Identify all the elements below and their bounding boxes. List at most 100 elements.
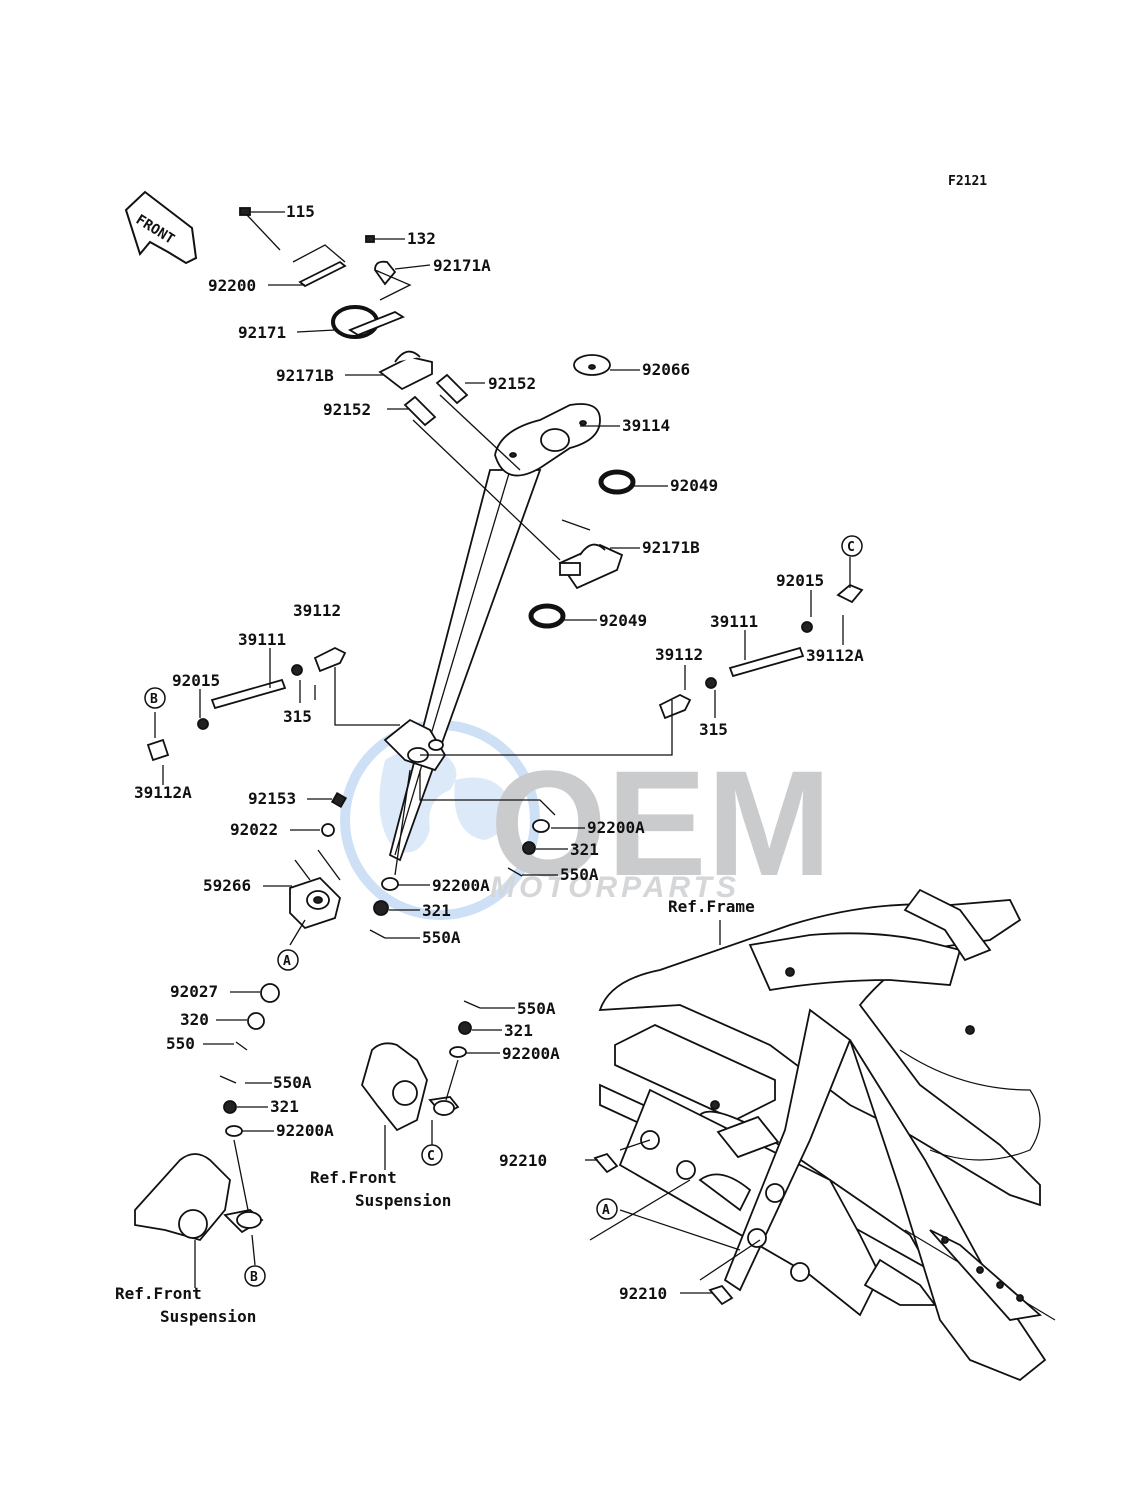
- svg-text:A: A: [602, 1203, 610, 1218]
- reference-labels: Ref.Frame Ref.Front Suspension Ref.Front…: [115, 897, 755, 1326]
- tie-rod-left: [146, 646, 347, 762]
- label-92200A-3: 92200A: [276, 1121, 334, 1140]
- label-321-3: 321: [270, 1097, 299, 1116]
- washer-92200A-2: [381, 877, 399, 891]
- label-92153: 92153: [248, 789, 296, 808]
- label-39112-left: 39112: [293, 601, 341, 620]
- callout-B-knuckle: B: [244, 1265, 266, 1287]
- label-92200A-4: 92200A: [502, 1044, 560, 1063]
- svg-text:B: B: [250, 1270, 258, 1285]
- tie-rod-right: [658, 583, 864, 720]
- nut-321-3: [458, 1021, 472, 1035]
- ref-frame: Ref.Frame: [668, 897, 755, 916]
- label-321-2: 321: [422, 901, 451, 920]
- label-92152-b: 92152: [323, 400, 371, 419]
- washer-92200A-1: [532, 819, 550, 833]
- label-321-4: 321: [504, 1021, 533, 1040]
- svg-text:C: C: [427, 1149, 435, 1164]
- o-ring-92049-lower: [528, 603, 566, 629]
- svg-text:A: A: [283, 954, 291, 969]
- front-arrow-icon: FRONT: [124, 190, 198, 265]
- label-39112A-right: 39112A: [806, 646, 864, 665]
- figure-code: F2121: [948, 174, 987, 189]
- label-92022: 92022: [230, 820, 278, 839]
- label-92171: 92171: [238, 323, 286, 342]
- label-92066: 92066: [642, 360, 690, 379]
- pin-550: [235, 1041, 248, 1051]
- pin-550A-1: [369, 929, 386, 939]
- label-92027: 92027: [170, 982, 218, 1001]
- clamp-92171B-right: [558, 543, 624, 590]
- label-92210-1: 92210: [499, 1151, 547, 1170]
- callout-B-left: B: [144, 687, 166, 709]
- ring-92171: [331, 305, 405, 339]
- bracket-92171A: [374, 260, 397, 286]
- label-92171B-lower: 92171B: [642, 538, 700, 557]
- leader-lines: [154, 211, 851, 1294]
- ref-front-suspension-1b: Suspension: [355, 1191, 451, 1210]
- label-550A-1: 550A: [560, 865, 599, 884]
- label-132: 132: [407, 229, 436, 248]
- o-ring-92049-upper: [598, 469, 636, 495]
- clip-92210-1: [593, 1152, 619, 1174]
- washer-92200A-4: [225, 1125, 243, 1137]
- label-92015-left: 92015: [172, 671, 220, 690]
- label-39112A-left: 39112A: [134, 783, 192, 802]
- callout-A-top: A: [277, 949, 299, 971]
- label-92200A-2: 92200A: [432, 876, 490, 895]
- pin-550A-2: [507, 867, 523, 877]
- label-39112-right: 39112: [655, 645, 703, 664]
- label-92200A-1: 92200A: [587, 818, 645, 837]
- nut-321-4: [223, 1100, 237, 1114]
- frame-assembly: [598, 888, 1056, 1382]
- label-59266: 59266: [203, 876, 251, 895]
- label-92171B-upper: 92171B: [276, 366, 334, 385]
- label-115: 115: [286, 202, 315, 221]
- ref-front-suspension-2: Ref.Front: [115, 1284, 202, 1303]
- nut-321-1: [522, 841, 536, 855]
- label-321-1: 321: [570, 840, 599, 859]
- label-550A-3: 550A: [273, 1073, 312, 1092]
- label-92200: 92200: [208, 276, 256, 295]
- pin-550A-3: [463, 1000, 481, 1009]
- label-550: 550: [166, 1034, 195, 1053]
- bolt-132: [365, 235, 375, 243]
- label-92152-a: 92152: [488, 374, 536, 393]
- bushing-92152-b: [403, 395, 437, 427]
- label-92049-lower: 92049: [599, 611, 647, 630]
- svg-text:C: C: [847, 540, 855, 555]
- nut-321-2: [373, 900, 389, 916]
- label-320: 320: [180, 1010, 209, 1029]
- label-550A-4: 550A: [517, 999, 556, 1018]
- bolt-115: [246, 214, 281, 251]
- nut-92027: [260, 983, 280, 1003]
- bracket-59266: [289, 876, 341, 930]
- ref-front-suspension-2b: Suspension: [160, 1307, 256, 1326]
- label-315-left: 315: [283, 707, 312, 726]
- part-labels: 115 132 92171A 92200 92171 92171B 92152 …: [134, 202, 864, 1303]
- label-39111-right: 39111: [710, 612, 758, 631]
- label-92210-2: 92210: [619, 1284, 667, 1303]
- svg-text:B: B: [150, 692, 158, 707]
- clip-92210-2: [708, 1284, 734, 1306]
- ref-front-suspension-1: Ref.Front: [310, 1168, 397, 1187]
- nut-320: [247, 1012, 265, 1030]
- steering-bracket-39114: [494, 403, 601, 477]
- plate-92200: [298, 260, 347, 288]
- label-550A-2: 550A: [422, 928, 461, 947]
- label-92015-right: 92015: [776, 571, 824, 590]
- callout-C-right: C: [841, 535, 863, 557]
- pin-550A-4: [219, 1075, 237, 1084]
- label-39114: 39114: [622, 416, 670, 435]
- knuckle-right: [361, 1042, 460, 1132]
- callout-C-knuckle: C: [421, 1144, 443, 1166]
- callout-A-frame: A: [596, 1198, 618, 1220]
- washer-92200A-3: [449, 1046, 467, 1058]
- watermark-motorparts: MOTORPARTS: [490, 871, 740, 904]
- label-92049-upper: 92049: [670, 476, 718, 495]
- knuckle-left: [134, 1153, 264, 1242]
- clamp-92171B-upper: [378, 350, 433, 391]
- label-39111-left: 39111: [238, 630, 286, 649]
